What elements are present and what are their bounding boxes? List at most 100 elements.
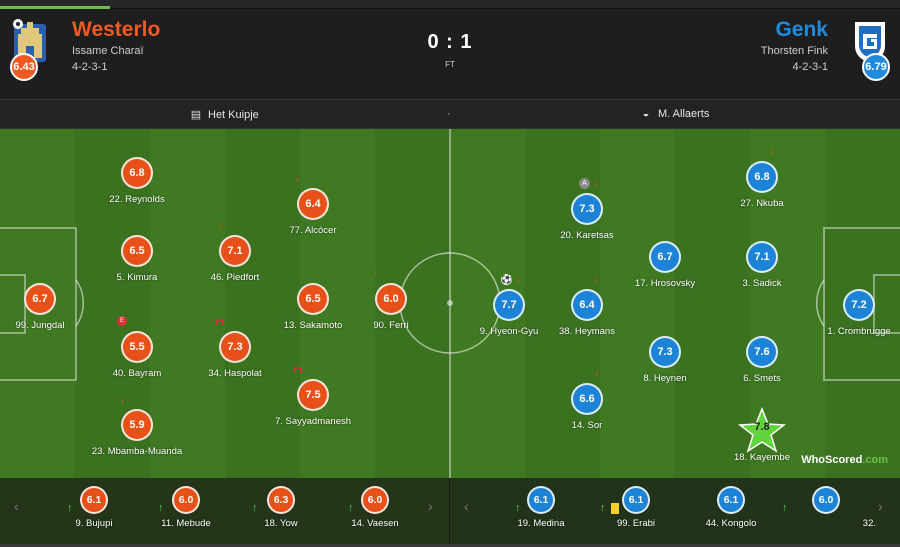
player-rating: 6.5 <box>121 235 153 267</box>
pitch: 6.7 99. Jungdal 6.8 22. Reynolds 6.5 5. … <box>0 129 900 478</box>
player-name: 99. Erabi <box>616 518 656 529</box>
goal-icon: ⚽ <box>501 274 513 285</box>
player-name: 18. Kayembe <box>734 452 790 463</box>
westerlo-crest-icon[interactable] <box>12 18 48 64</box>
player-name: 32. <box>862 518 876 529</box>
player-rating: 6.5 <box>297 283 329 315</box>
sub-off-icon: ↓ <box>594 178 599 189</box>
away-coach: Thorsten Fink <box>760 45 828 57</box>
sub-on-icon: ↑ <box>782 502 788 514</box>
player-name: 17. Hrosovsky <box>634 278 696 289</box>
card-icon <box>294 367 302 373</box>
sub-off-icon: ↓ <box>769 146 774 157</box>
whoscored-logo: WhoScored.com <box>801 454 888 466</box>
logo-text: WhoScored <box>801 454 863 466</box>
sub-off-icon: ↓ <box>120 394 125 405</box>
sub-off-icon: ↓ <box>594 368 599 379</box>
player-rating: 6.1 <box>622 486 650 514</box>
player-rating: 6.4 <box>297 188 329 220</box>
home-subs-next-icon[interactable]: › <box>428 498 433 514</box>
player-rating: 7.3 <box>649 336 681 368</box>
player-name: 14. Vaesen <box>351 518 399 529</box>
sub-off-icon: ↓ <box>217 220 222 231</box>
sub-off-icon: ↓ <box>516 274 521 285</box>
player-name: 27. Nkuba <box>740 198 784 209</box>
player-name: 3. Sadick <box>742 278 782 289</box>
player-rating: 7.8 <box>754 421 770 433</box>
home-formation: 4-2-3-1 <box>72 61 108 73</box>
player-name: 8. Heynen <box>643 373 687 384</box>
player-rating: 6.0 <box>172 486 200 514</box>
man-of-the-match-star-icon: 7.8 <box>737 406 787 455</box>
player-name: 18. Yow <box>264 518 298 529</box>
home-team-rating: 6.43 <box>10 53 38 81</box>
player-rating: 6.4 <box>571 289 603 321</box>
bottom-tab-strip <box>0 544 900 547</box>
stadium-icon: ▤ <box>190 109 202 121</box>
player-rating: 7.1 <box>219 235 251 267</box>
player-rating: 5.9 <box>121 409 153 441</box>
error-icon: E <box>117 316 127 326</box>
match-info-bar: ▤Het Kuipje · ◒M. Allaerts <box>0 99 900 129</box>
home-subs-prev-icon[interactable]: ‹ <box>14 498 19 514</box>
player-rating: 6.1 <box>80 486 108 514</box>
away-subs-prev-icon[interactable]: ‹ <box>464 498 469 514</box>
sub-on-icon: ↑ <box>515 502 521 514</box>
player-name: 5. Kimura <box>116 272 158 283</box>
player-rating: 6.1 <box>527 486 555 514</box>
sub-off-icon: ↓ <box>373 268 378 279</box>
sub-on-icon: ↑ <box>252 502 258 514</box>
match-header: 6.43 Westerlo Issame Charaï 4-2-3-1 0 : … <box>0 9 900 99</box>
away-team-rating: 6.79 <box>862 53 890 81</box>
away-substitutes: ‹ ↑ 6.1 19. Medina ↑ 6.1 99. Erabi 6.1 4… <box>450 478 900 547</box>
venue-name: Het Kuipje <box>208 109 259 121</box>
player-rating: 7.2 <box>843 289 875 321</box>
home-team-name[interactable]: Westerlo <box>72 18 161 41</box>
player-name: 90. Ferri <box>373 320 409 331</box>
player-name: 38. Heymans <box>559 326 615 337</box>
player-name: 99. Jungdal <box>15 320 65 331</box>
player-name: 34. Haspolat <box>208 368 262 379</box>
sub-on-icon: ↑ <box>67 502 73 514</box>
player-name: 44. Kongolo <box>705 518 757 529</box>
player-rating: 7.7 <box>493 289 525 321</box>
player-name: 6. Smets <box>743 373 781 384</box>
player-rating: 6.8 <box>746 161 778 193</box>
captain-icon: A <box>579 178 590 189</box>
player-rating: 7.6 <box>746 336 778 368</box>
referee-name: M. Allaerts <box>658 108 710 120</box>
player-name: 11. Mebude <box>161 518 211 529</box>
player-rating: 7.3 <box>571 193 603 225</box>
match-score: 0 : 1 <box>427 31 473 53</box>
player-name: 13. Sakamoto <box>283 320 343 331</box>
player-name: 23. Mbamba-Muanda <box>91 446 183 457</box>
sub-on-icon: ↑ <box>600 502 606 514</box>
player-name: 40. Bayram <box>112 368 162 379</box>
player-rating: 7.5 <box>297 379 329 411</box>
home-substitutes: ‹ ↑ 6.1 9. Bujupi ↑ 6.0 11. Mebude ↑ 6.3… <box>0 478 450 547</box>
home-coach: Issame Charaï <box>72 45 144 57</box>
sub-on-icon: ↑ <box>158 502 164 514</box>
player-name: 20. Karetsas <box>560 230 614 241</box>
player-rating: 6.1 <box>717 486 745 514</box>
card-icon <box>216 319 224 325</box>
player-rating: 6.6 <box>571 383 603 415</box>
active-tab-indicator <box>0 6 110 9</box>
venue: ▤ Het Kuipje <box>189 108 259 121</box>
player-rating: 6.7 <box>649 241 681 273</box>
genk-crest-icon[interactable] <box>852 18 888 64</box>
sub-off-icon: ↓ <box>594 274 599 285</box>
player-rating: 6.7 <box>24 283 56 315</box>
player-name: 14. Sor <box>571 420 603 431</box>
logo-suffix: .com <box>862 454 888 466</box>
away-subs-next-icon[interactable]: › <box>878 498 883 514</box>
sub-on-icon: ↑ <box>348 502 354 514</box>
away-team-name[interactable]: Genk <box>775 18 828 41</box>
player-name: 22. Reynolds <box>109 194 165 205</box>
player-name: 19. Medina <box>517 518 565 529</box>
player-rating: 6.0 <box>361 486 389 514</box>
player-rating: 6.8 <box>121 157 153 189</box>
player-name: 1. Crombrugge <box>827 326 891 337</box>
player-rating: 6.0 <box>375 283 407 315</box>
top-nav-strip <box>0 0 900 9</box>
